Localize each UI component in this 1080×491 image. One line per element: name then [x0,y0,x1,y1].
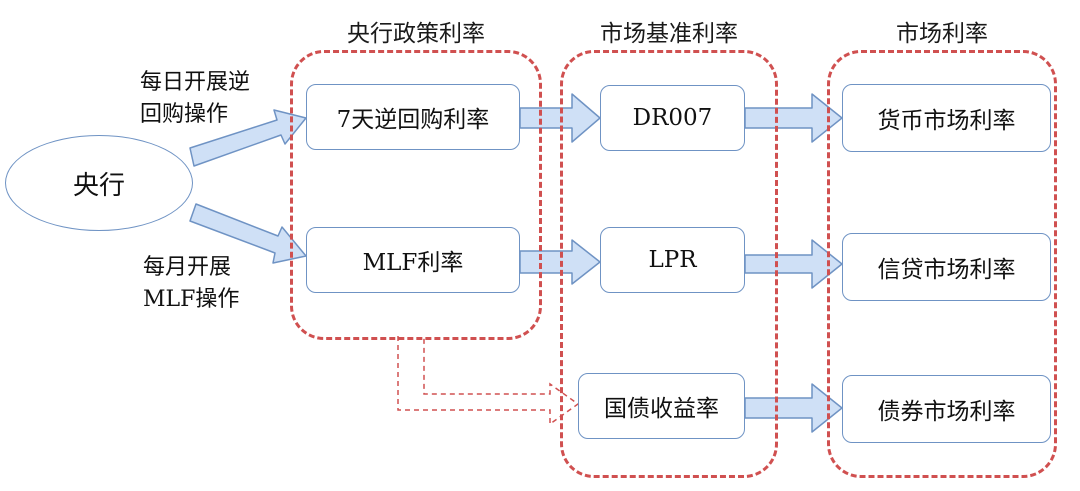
dashed-arrow-mlf-to-treasury [397,336,580,426]
arrow-central-to-mlf [189,203,307,264]
monthly-operation-label: 每月开展 MLF操作 [143,255,240,312]
policy-rate-group [290,50,542,340]
policy-rate-title: 央行政策利率 [347,21,485,47]
dr007-node: DR007 [600,85,745,151]
lpr-node: LPR [600,227,745,293]
central-bank-node: 央行 [5,135,193,231]
bond-market-rate-node: 债券市场利率 [842,375,1051,443]
reverse-repo-rate-node: 7天逆回购利率 [306,84,520,150]
market-rate-title: 市场利率 [896,21,988,47]
money-market-rate-node: 货币市场利率 [842,84,1051,152]
arrow-central-to-reverse-repo [189,109,307,167]
market-rate-group [827,50,1057,478]
central-bank-label: 央行 [72,170,125,201]
treasury-yield-node: 国债收益率 [578,373,745,439]
benchmark-rate-title: 市场基准利率 [600,21,738,47]
credit-market-rate-node: 信贷市场利率 [842,233,1051,301]
mlf-rate-node: MLF利率 [306,227,520,293]
benchmark-rate-group [560,50,778,478]
daily-operation-label: 每日开展逆 回购操作 [140,70,251,127]
